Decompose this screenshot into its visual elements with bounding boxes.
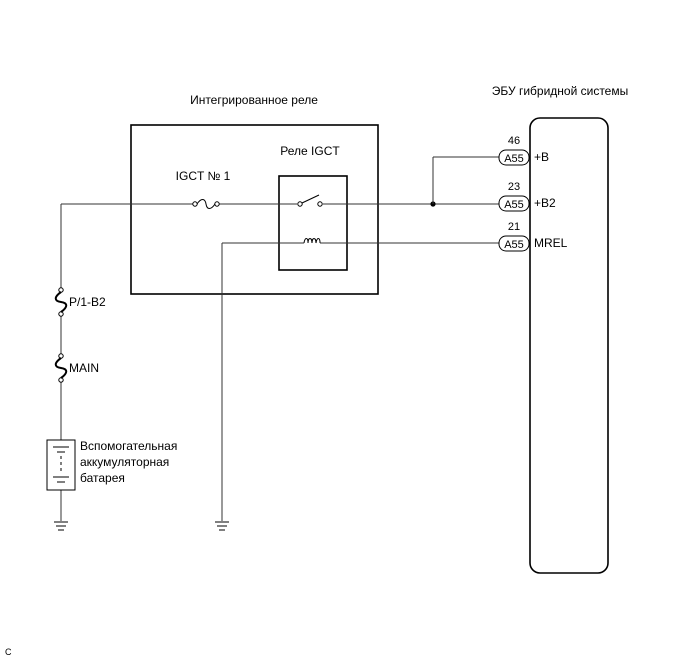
main-fuse-label: MAIN bbox=[69, 361, 99, 375]
pin-number: 46 bbox=[508, 135, 520, 147]
ecu-pin-plus-b2: 23 A55 +B2 bbox=[498, 181, 556, 212]
battery-label-line-1: Вспомогательная bbox=[80, 439, 177, 453]
connector-badge bbox=[498, 195, 530, 212]
main-fuse-symbol bbox=[54, 353, 68, 383]
ground-symbol-relay-coil bbox=[215, 521, 229, 531]
ecu-box bbox=[529, 117, 609, 574]
battery-label-line-2: аккумуляторная bbox=[80, 455, 169, 469]
p1-b2-fuse-label: P/1-B2 bbox=[69, 295, 106, 309]
relay-switch-contact bbox=[297, 194, 323, 207]
p1-b2-fuse-symbol bbox=[54, 287, 68, 317]
pin-number: 23 bbox=[508, 181, 520, 193]
connector-badge bbox=[498, 235, 530, 252]
mrel-coil-wire bbox=[221, 242, 499, 521]
integrated-relay-box bbox=[130, 124, 379, 295]
connector-code: A55 bbox=[504, 199, 524, 211]
integrated-relay-title: Интегрированное реле bbox=[190, 93, 318, 107]
ecu-title: ЭБУ гибридной системы bbox=[492, 84, 628, 98]
corner-mark: C bbox=[5, 647, 12, 657]
pin-name: MREL bbox=[534, 236, 568, 250]
igct-relay-label: Реле IGCT bbox=[280, 144, 340, 158]
pin-name: +B bbox=[534, 150, 549, 164]
connector-badge bbox=[498, 149, 530, 166]
pin-number: 21 bbox=[508, 221, 520, 233]
pin-name: +B2 bbox=[534, 196, 556, 210]
igct-relay-box bbox=[278, 175, 348, 271]
igct-fuse-symbol bbox=[192, 199, 220, 209]
connector-code: A55 bbox=[504, 239, 524, 251]
ground-symbol-battery bbox=[54, 521, 68, 531]
ecu-pin-mrel: 21 A55 MREL bbox=[498, 221, 568, 252]
battery-label-line-3: батарея bbox=[80, 471, 125, 485]
plus-b-branch bbox=[430, 156, 499, 207]
battery-symbol bbox=[46, 439, 76, 491]
ecu-pin-plus-b: 46 A55 +B bbox=[498, 135, 549, 166]
relay-coil-symbol bbox=[303, 238, 321, 244]
connector-code: A55 bbox=[504, 153, 524, 165]
igct-fuse-label: IGCT № 1 bbox=[176, 169, 231, 183]
